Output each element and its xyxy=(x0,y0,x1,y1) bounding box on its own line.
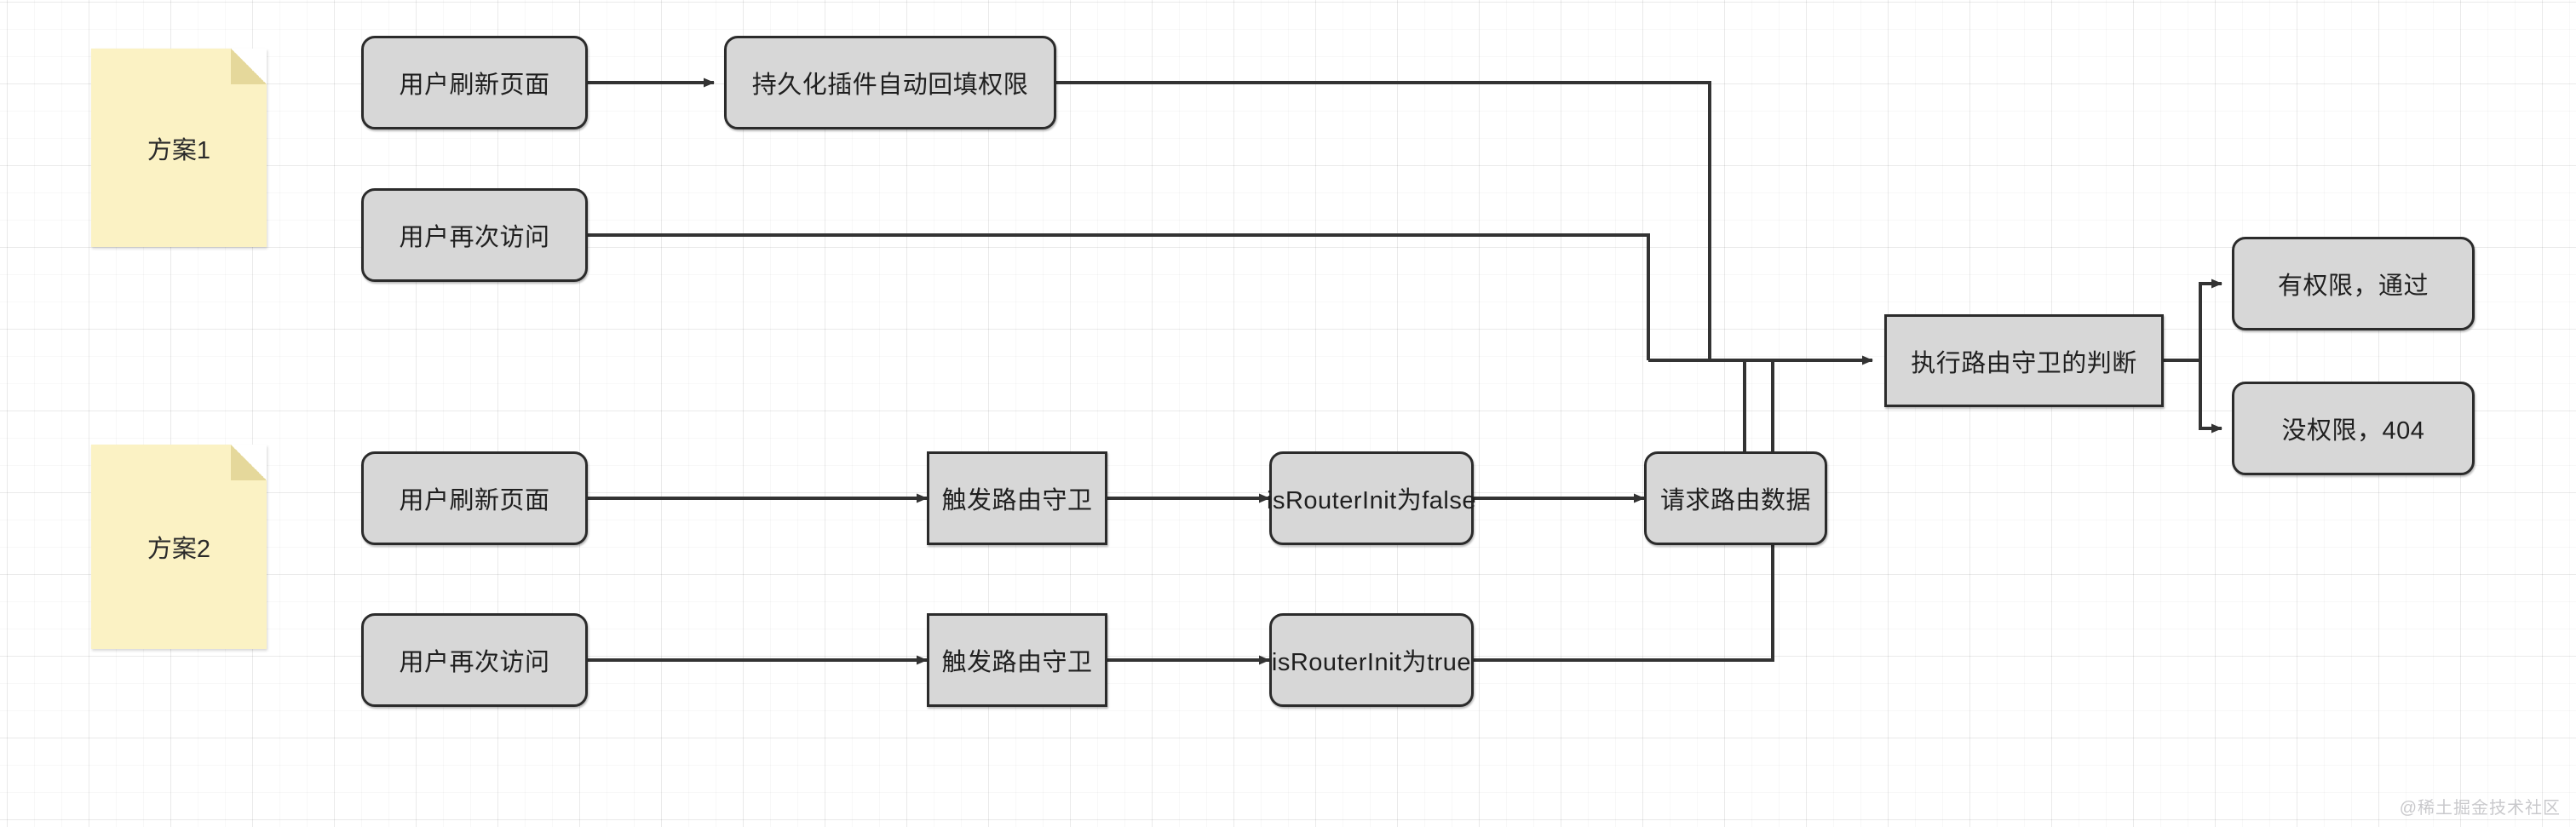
node-deny[interactable]: 没权限，404 xyxy=(2232,382,2475,475)
sticky-note-plan1[interactable]: 方案1 xyxy=(91,49,267,247)
node-p2-init-false[interactable]: isRouterInit为false xyxy=(1267,451,1475,545)
sticky-note-plan2-label: 方案2 xyxy=(147,536,211,563)
edge-judge-allow xyxy=(2164,279,2222,362)
node-p1-revisit[interactable]: 用户再次访问 xyxy=(361,188,588,282)
note-fold-corner-icon xyxy=(231,49,267,84)
node-p2-revisit[interactable]: 用户再次访问 xyxy=(361,613,588,707)
node-p2-fetch[interactable]: 请求路由数据 xyxy=(1644,451,1827,545)
sticky-note-plan2[interactable]: 方案2 xyxy=(91,445,267,649)
node-p2-refresh[interactable]: 用户刷新页面 xyxy=(361,451,588,545)
edge-judge-deny xyxy=(2164,359,2222,434)
node-p1-persist[interactable]: 持久化插件自动回填权限 xyxy=(724,36,1056,129)
sticky-note-plan1-label: 方案1 xyxy=(147,136,211,164)
node-judge[interactable]: 执行路由守卫的判断 xyxy=(1884,314,2164,407)
note-fold-corner-icon xyxy=(231,445,267,480)
node-allow[interactable]: 有权限，通过 xyxy=(2232,237,2475,330)
watermark: @稀土掘金技术社区 xyxy=(2399,799,2561,818)
node-p2-init-true[interactable]: isRouterInit为true xyxy=(1269,613,1474,707)
node-p2-guard-a[interactable]: 触发路由守卫 xyxy=(927,451,1107,545)
edge-p1persist-judge xyxy=(1056,81,1711,360)
node-p2-guard-b[interactable]: 触发路由守卫 xyxy=(927,613,1107,707)
node-p1-refresh[interactable]: 用户刷新页面 xyxy=(361,36,588,129)
edge-p1revisit-judge xyxy=(588,233,1650,360)
